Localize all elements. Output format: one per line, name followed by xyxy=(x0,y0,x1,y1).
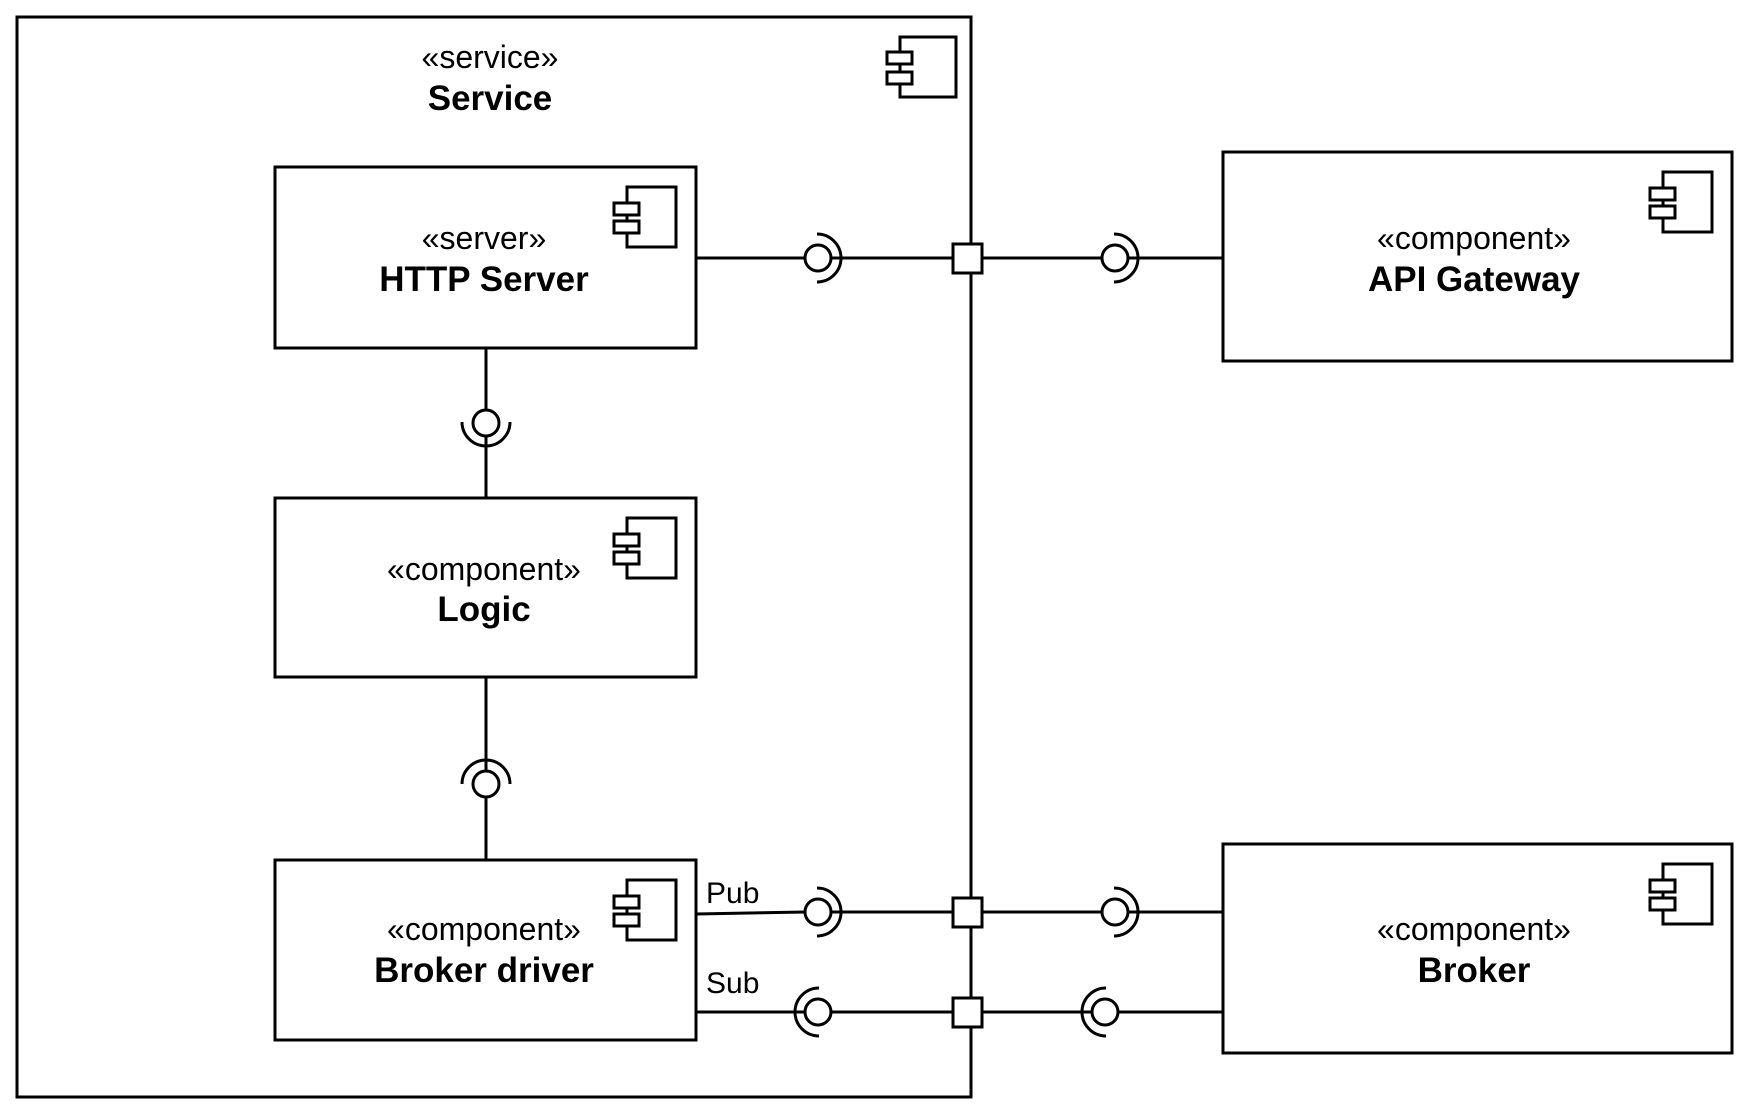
api-gateway-title: API Gateway xyxy=(1368,260,1581,299)
component-icon xyxy=(885,35,958,99)
broker-stereotype: «component» xyxy=(1377,911,1571,947)
lollipop-interface-icon xyxy=(460,408,512,448)
lollipop-interface-icon xyxy=(803,886,843,938)
logic-component[interactable]: «component» Logic xyxy=(273,496,698,679)
broker-component[interactable]: «component» Broker xyxy=(1221,842,1734,1055)
port-square-icon[interactable] xyxy=(951,896,984,929)
lollipop-interface-icon xyxy=(1100,232,1140,284)
port-square-icon[interactable] xyxy=(951,996,984,1029)
component-icon xyxy=(612,878,678,942)
connectors xyxy=(484,256,1223,1014)
logic-title: Logic xyxy=(437,590,530,629)
pub-port-label: Pub xyxy=(706,877,759,910)
component-icon xyxy=(612,516,678,580)
sub-port-label: Sub xyxy=(706,967,759,1000)
broker-driver-title: Broker driver xyxy=(374,951,594,990)
port-square-icon[interactable] xyxy=(951,242,984,275)
service-stereotype: «service» xyxy=(422,39,559,75)
lollipop-interface-icon xyxy=(803,232,843,284)
http-server-stereotype: «server» xyxy=(422,220,547,256)
lollipop-interface-icon xyxy=(1100,886,1140,938)
service-title: Service xyxy=(428,79,553,118)
api-gateway-stereotype: «component» xyxy=(1377,220,1571,256)
component-icon xyxy=(1648,170,1714,234)
broker-driver-stereotype: «component» xyxy=(387,911,581,947)
socket-interface-icon xyxy=(1080,986,1120,1038)
component-icon xyxy=(1648,862,1714,926)
broker-driver-component[interactable]: «component» Broker driver Pub Sub xyxy=(273,858,759,1042)
logic-stereotype: «component» xyxy=(387,551,581,587)
lollipop-interface-icon xyxy=(460,758,512,799)
api-gateway-component[interactable]: «component» API Gateway xyxy=(1221,150,1734,363)
socket-interface-icon xyxy=(793,986,833,1038)
broker-title: Broker xyxy=(1418,951,1531,990)
http-server-component[interactable]: «server» HTTP Server xyxy=(273,165,698,350)
http-server-title: HTTP Server xyxy=(379,260,589,299)
component-icon xyxy=(612,185,678,249)
